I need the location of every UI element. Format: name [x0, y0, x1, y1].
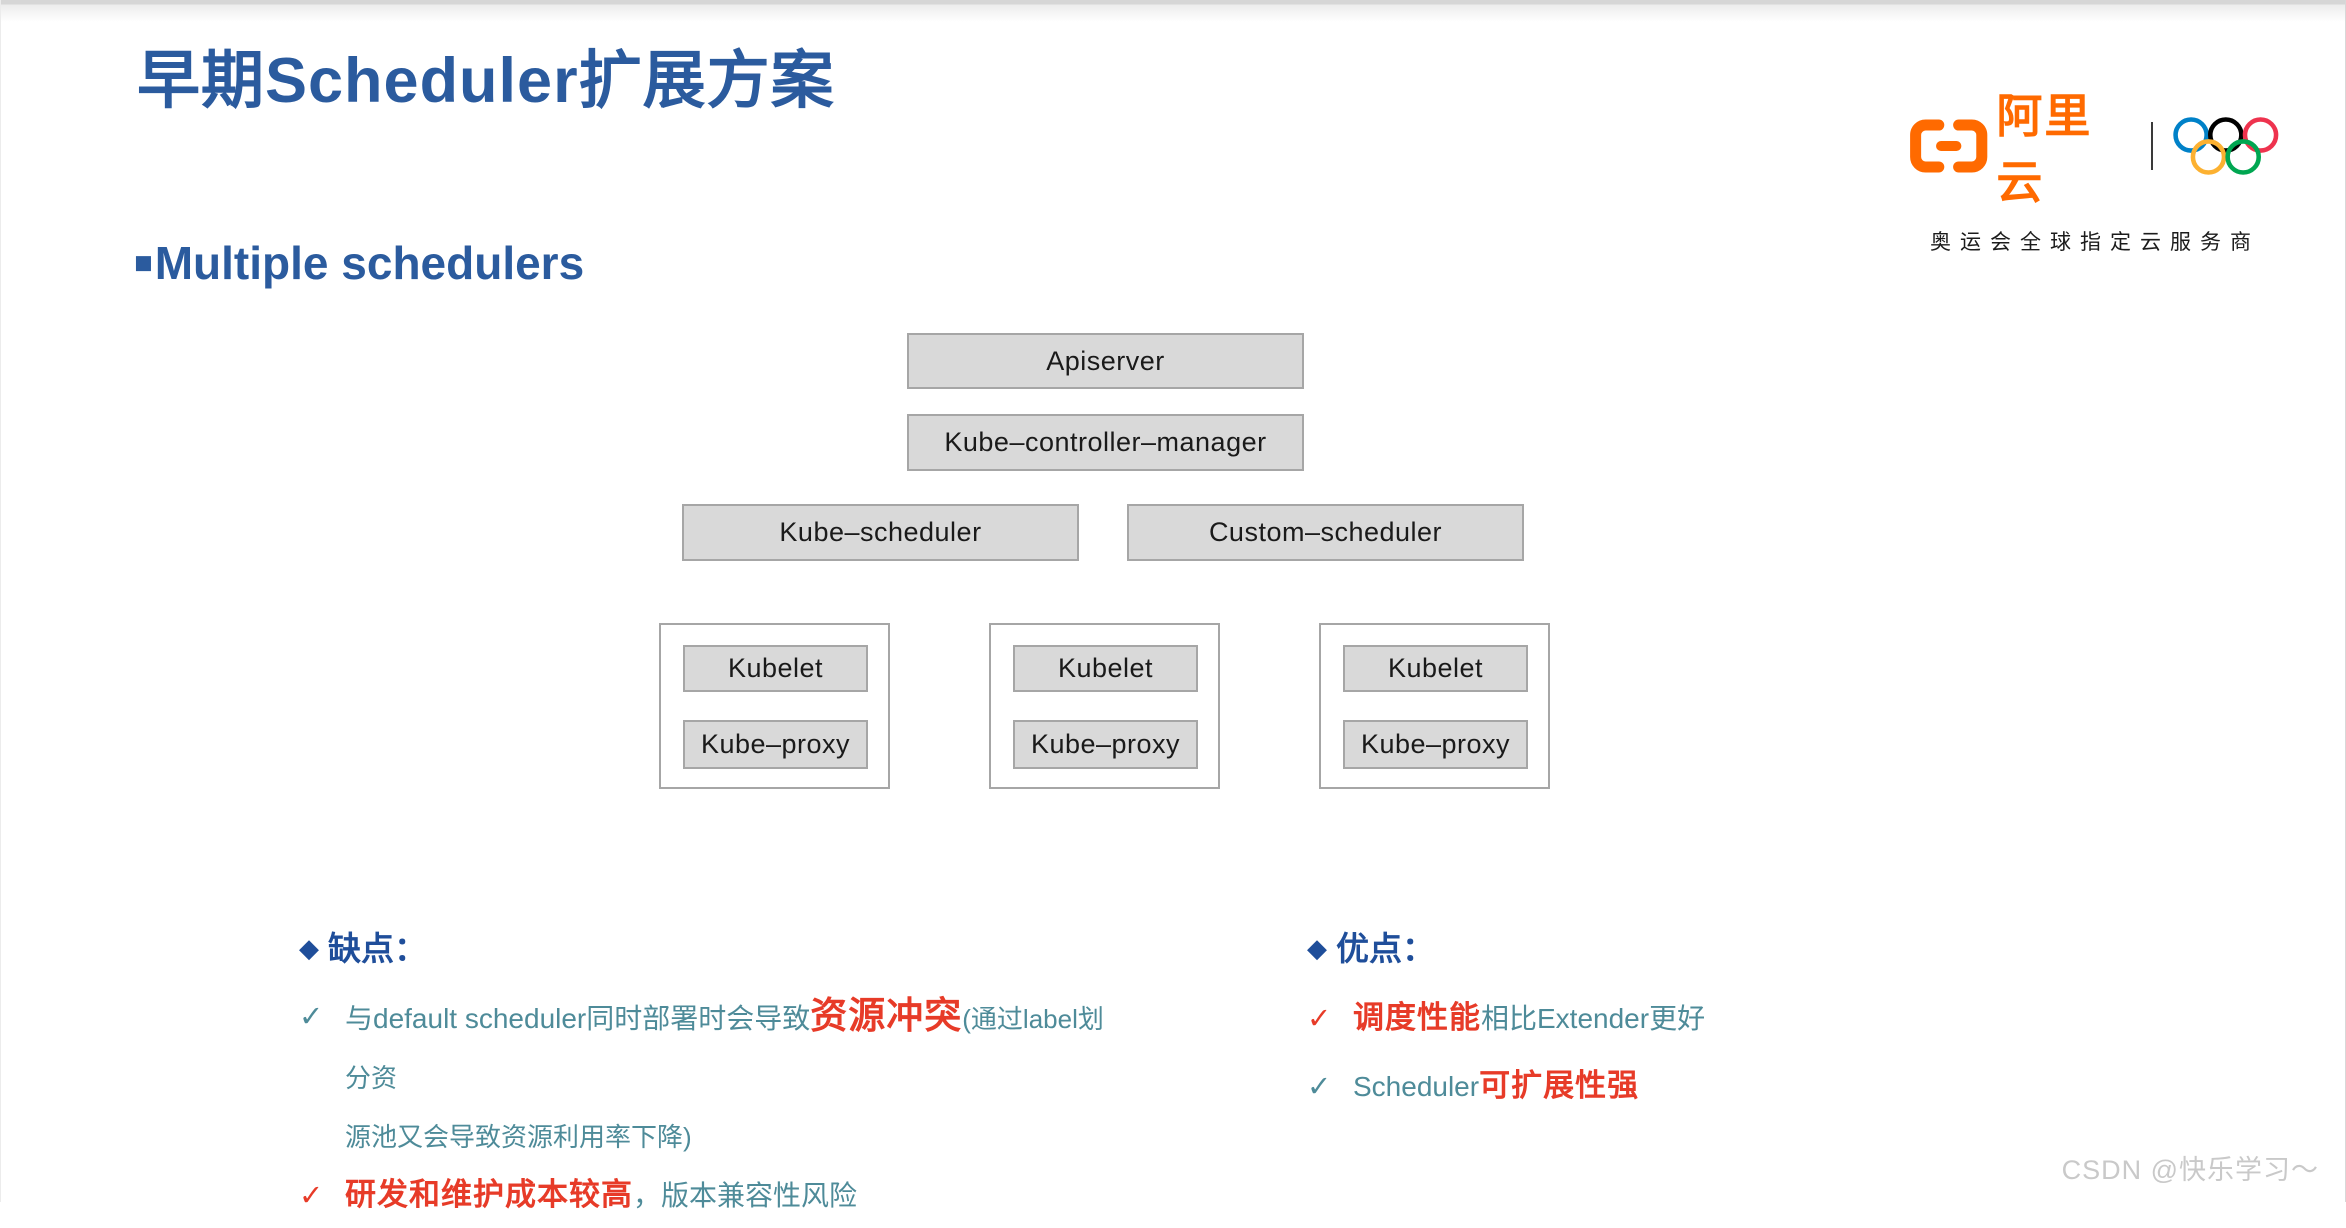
logo-separator — [2150, 122, 2154, 170]
pros-section: ◆ 优点： ✓ 调度性能相比Extender更好 ✓ Scheduler可扩展性强 — [1307, 922, 2027, 1119]
pros-heading-label: 优点： — [1336, 930, 1435, 967]
cons-item: ✓ 研发和维护成本较高，版本兼容性风险 — [299, 1168, 1129, 1228]
controller-manager-box: Kube–controller–manager — [907, 414, 1304, 471]
cons-section: ◆ 缺点： ✓ 与default scheduler同时部署时会导致资源冲突(通过l… — [299, 922, 1129, 1228]
pros-item-text: Scheduler — [1353, 1071, 1480, 1102]
section-label: Multiple schedulers — [154, 237, 585, 289]
check-icon: ✓ — [1307, 1071, 1332, 1103]
kubelet-box: Kubelet — [683, 645, 868, 692]
pros-item-text: 相比Extender更好 — [1481, 1003, 1706, 1034]
csdn-watermark: CSDN @快乐学习～ — [2061, 1155, 2319, 1185]
cons-item-text: 与default scheduler同时部署时会导致 — [345, 1003, 811, 1034]
pros-heading: ◆ 优点： — [1307, 922, 2027, 970]
cons-heading-label: 缺点： — [328, 930, 427, 967]
logo-tagline: 奥运会全球指定云服务商 — [1930, 231, 2260, 254]
cons-item-text: ，版本兼容性风险 — [633, 1180, 858, 1211]
section-heading: ■Multiple schedulers — [134, 236, 584, 290]
cons-item-text-line2: 源池又会导致资源利用率下降) — [345, 1122, 692, 1152]
pros-item-emphasis: 调度性能 — [1353, 1000, 1481, 1035]
square-bullet-icon: ■ — [134, 245, 153, 280]
alibaba-cloud-logo: 阿里云 奥运会全球指定云服务商 — [1909, 80, 2281, 256]
node-group: Kubelet Kube–proxy — [659, 623, 890, 789]
check-icon: ✓ — [299, 1001, 324, 1033]
olympic-rings-icon — [2173, 117, 2279, 175]
pros-item-emphasis: 可扩展性强 — [1479, 1068, 1640, 1103]
cons-item-emphasis: 研发和维护成本较高 — [345, 1177, 633, 1212]
kube-scheduler-box: Kube–scheduler — [682, 504, 1079, 561]
page-title: 早期Scheduler扩展方案 — [137, 46, 835, 116]
kube-proxy-box: Kube–proxy — [683, 720, 868, 769]
node-group: Kubelet Kube–proxy — [1319, 623, 1550, 789]
apiserver-box: Apiserver — [907, 333, 1304, 389]
logo-row: 阿里云 — [1909, 80, 2281, 212]
kube-proxy-box: Kube–proxy — [1343, 720, 1528, 769]
cons-heading: ◆ 缺点： — [299, 922, 1129, 970]
cons-item-paren: (通过label划分资 — [345, 1004, 1104, 1093]
pros-item: ✓ 调度性能相比Extender更好 — [1307, 991, 2027, 1051]
kube-proxy-box: Kube–proxy — [1013, 720, 1198, 769]
diamond-icon: ◆ — [1307, 933, 1327, 963]
node-group: Kubelet Kube–proxy — [989, 623, 1220, 789]
brand-name: 阿里云 — [1996, 90, 2093, 208]
pros-item: ✓ Scheduler可扩展性强 — [1307, 1059, 2027, 1119]
cons-item-emphasis: 资源冲突 — [810, 995, 963, 1036]
diamond-icon: ◆ — [299, 933, 319, 963]
custom-scheduler-box: Custom–scheduler — [1127, 504, 1524, 561]
check-icon: ✓ — [299, 1180, 324, 1212]
cons-item: ✓ 与default scheduler同时部署时会导致资源冲突(通过label划… — [299, 989, 1129, 1164]
kubelet-box: Kubelet — [1013, 645, 1198, 692]
check-icon: ✓ — [1307, 1003, 1332, 1035]
alibaba-brackets-icon — [1910, 119, 1988, 173]
page-top-shadow — [1, 0, 2345, 22]
kubelet-box: Kubelet — [1343, 645, 1528, 692]
